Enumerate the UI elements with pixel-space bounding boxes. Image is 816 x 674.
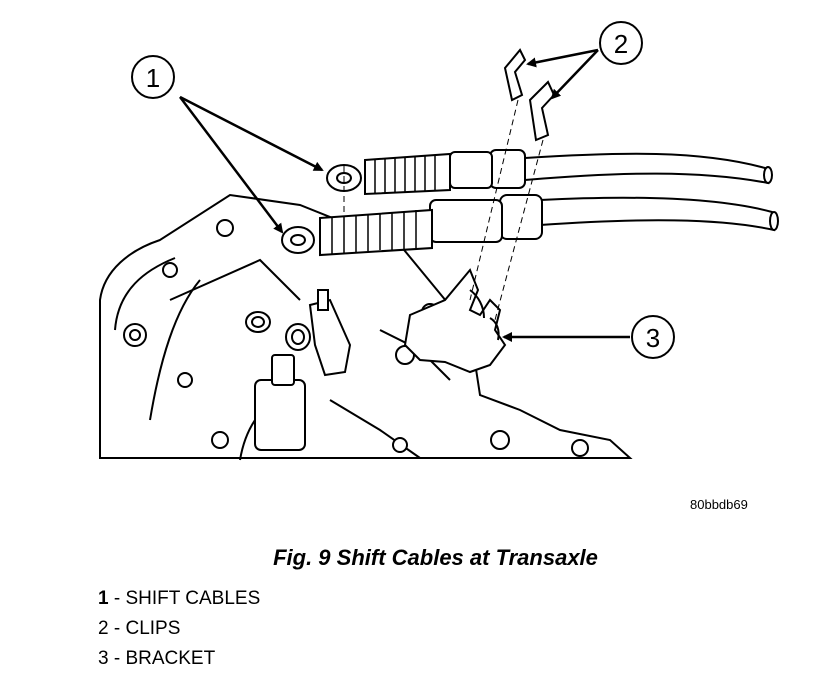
legend-label: CLIPS xyxy=(125,618,181,639)
callout-circle-1 xyxy=(131,55,175,99)
leader-arrow-2b xyxy=(550,49,599,100)
legend-label: BRACKET xyxy=(125,648,216,669)
legend-item: 2 - CLIPS xyxy=(98,617,260,647)
legend-separator: - xyxy=(108,588,126,609)
legend-number: 3 xyxy=(98,648,109,669)
upper-shift-cable xyxy=(326,149,773,196)
alignment-lines xyxy=(343,99,544,321)
shift-levers xyxy=(254,289,352,451)
leader-arrow-1a xyxy=(179,95,324,172)
figure-caption: Fig. 9 Shift Cables at Transaxle xyxy=(273,545,598,570)
legend-number: 2 xyxy=(98,618,109,639)
legend: 1 - SHIFT CABLES 2 - CLIPS 3 - BRACKET xyxy=(98,587,260,674)
legend-separator: - xyxy=(108,648,126,669)
leader-arrow-1b xyxy=(179,96,284,234)
transaxle-housing xyxy=(99,193,633,461)
clips-shape xyxy=(503,48,556,142)
legend-item: 3 - BRACKET xyxy=(98,647,260,674)
figure-code: 80bbdb69 xyxy=(690,497,748,512)
legend-label: SHIFT CABLES xyxy=(125,588,261,609)
leader-arrow-2a xyxy=(526,48,599,68)
callout-number-3: 3 xyxy=(646,323,660,353)
callout-number-1: 1 xyxy=(146,63,160,93)
legend-item: 1 - SHIFT CABLES xyxy=(98,587,260,617)
legend-number: 1 xyxy=(98,588,109,609)
bracket-shape xyxy=(403,268,507,374)
transaxle-illustration: 1 2 3 xyxy=(99,21,779,461)
legend-separator: - xyxy=(108,618,126,639)
callout-number-2: 2 xyxy=(614,29,628,59)
callout-circle-3 xyxy=(631,315,675,359)
lower-shift-cable xyxy=(281,194,779,257)
callout-circle-2 xyxy=(599,21,643,65)
